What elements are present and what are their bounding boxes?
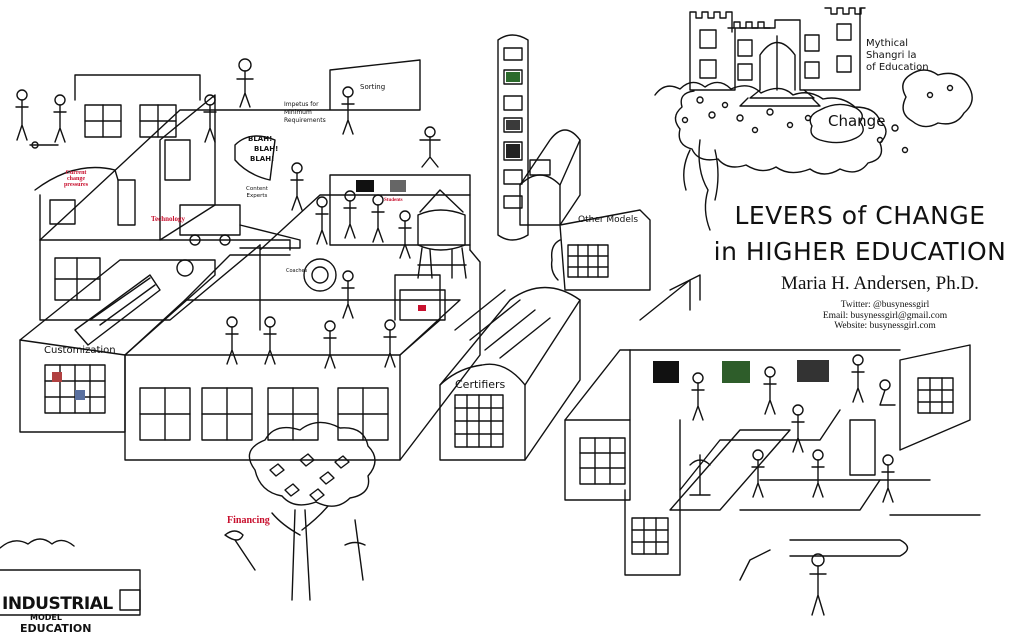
castle-caption-line-1: Mythical [866, 38, 908, 49]
certifiers-label: Certifiers [455, 378, 506, 391]
factory-main [29, 59, 421, 321]
model-label: MODEL [30, 613, 62, 622]
financing-label: Financing [227, 515, 270, 526]
other-models-building [550, 209, 651, 291]
machinery [179, 135, 896, 581]
money-tree [224, 421, 376, 601]
title-line-1: LEVERS of CHANGE [734, 201, 986, 230]
education-label: EDUCATION [20, 622, 92, 635]
blah-3: BLAH! [250, 155, 275, 163]
impetus-sign: Impetus for Minimum Requirements [284, 101, 326, 125]
industrial-label: INDUSTRIAL [2, 594, 113, 614]
impetus-line-1: Impetus for [284, 101, 319, 108]
content-experts-label: Content Experts [246, 186, 268, 200]
current-change-pressures-label: Current change pressures [60, 170, 92, 188]
people-figures [15, 58, 895, 616]
title-line-2: in HIGHER EDUCATION [713, 237, 1007, 266]
water-tower [417, 189, 467, 279]
change-label: Change [828, 112, 886, 130]
video-thumbnails [52, 72, 829, 400]
video-tower [497, 34, 529, 241]
industrial-factory-sketch [0, 538, 141, 616]
author-name: Maria H. Andersen, Ph.D. [781, 273, 979, 294]
impetus-line-3: Requirements [284, 117, 326, 124]
other-models-label: Other Models [578, 215, 639, 225]
castle-caption-line-2: Shangri la [866, 50, 917, 61]
content-experts-line-1: Content [246, 186, 268, 192]
students-label: Students [384, 198, 403, 203]
presentation-title: LEVERS of CHANGE in HIGHER EDUCATION [700, 198, 1020, 270]
contact-info: Twitter: @busynessgirl Email: busynessgi… [760, 300, 1010, 332]
contact-email: Email: busynessgirl@gmail.com [822, 310, 948, 321]
blah-2: BLAH! [254, 145, 279, 153]
current-change-pressures-line-1: Current [65, 170, 87, 176]
current-change-pressures-line-3: pressures [63, 182, 89, 188]
blah-speech: BLAH! BLAH! BLAH! [248, 134, 278, 164]
castle-caption-line-3: of Education [866, 62, 929, 73]
castle-drawing [654, 7, 973, 231]
coaches-label: Coaches [286, 268, 308, 274]
castle-caption: Mythical Shangri la of Education [866, 38, 929, 74]
impetus-line-2: Minimum [284, 109, 312, 116]
blah-1: BLAH! [248, 135, 273, 143]
certifiers-building [439, 286, 581, 461]
current-change-pressures-line-2: change [67, 176, 85, 182]
small-quonset [519, 129, 581, 226]
content-experts-line-2: Experts [246, 193, 268, 199]
customization-building [19, 259, 216, 433]
technology-label: Technology [151, 215, 185, 223]
contact-website: Website: busynessgirl.com [834, 321, 936, 331]
customization-label: Customization [44, 345, 116, 356]
right-factory [564, 274, 981, 576]
sorting-label: Sorting [360, 83, 386, 91]
contact-twitter: Twitter: @busynessgirl [840, 300, 930, 310]
